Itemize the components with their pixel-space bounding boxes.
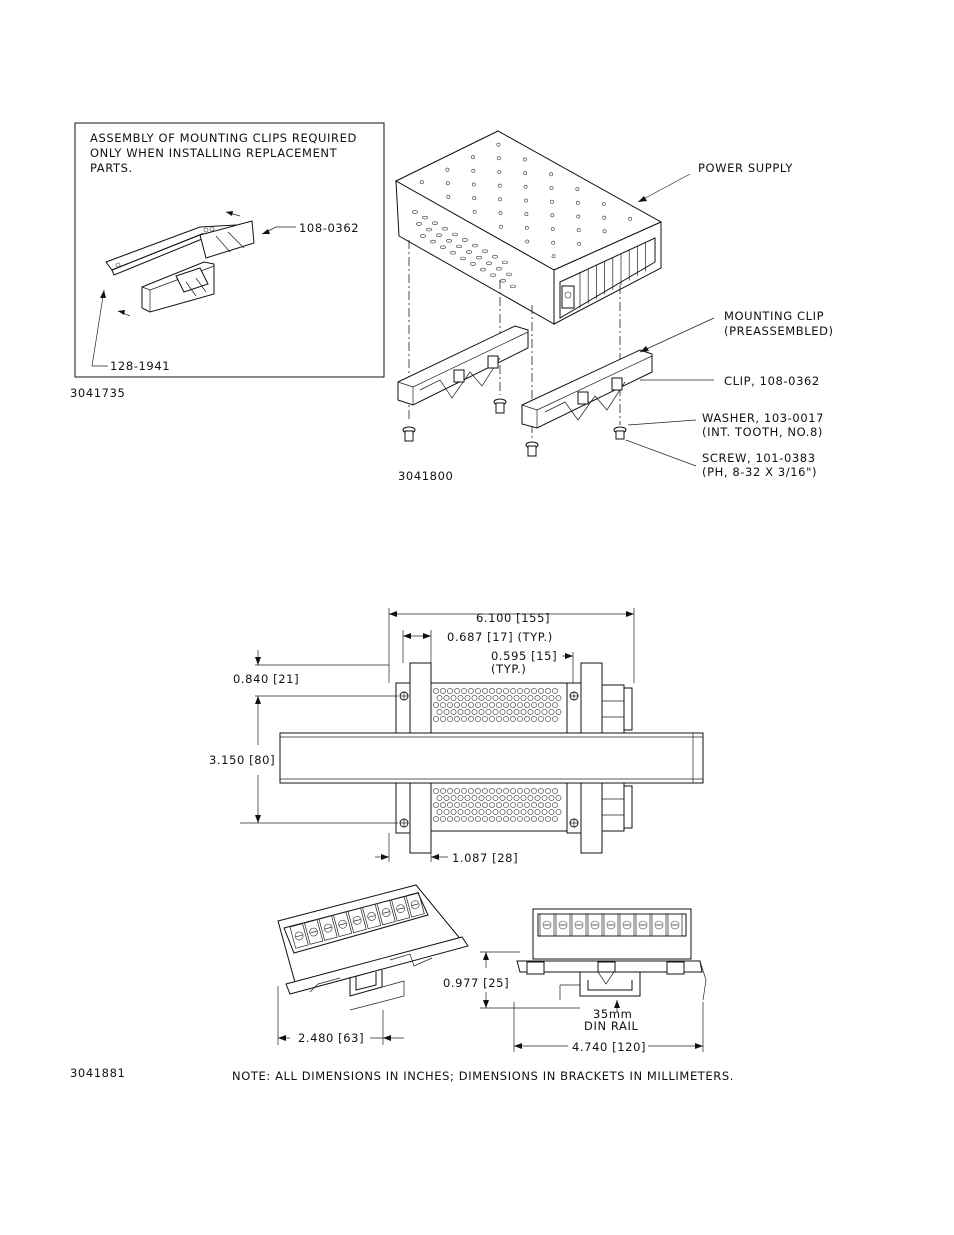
inset-part-128-1941: 128-1941 [110,359,170,373]
front-view-dimensions [240,608,635,862]
dim-depth-tilted: 2.480 [63] [298,1031,364,1045]
dim-clip-width-line-1: 0.595 [15] [491,649,557,663]
mounting-clip-left-drawing [397,325,529,406]
dim-clip-offset: 0.687 [17] (TYP.) [447,630,553,644]
inset-note-line-3: PARTS. [90,161,133,175]
mounting-clip-right-drawing [521,317,715,429]
label-mounting-clip-line-2: (PREASSEMBLED) [724,324,834,338]
assembly-inset: ASSEMBLY OF MOUNTING CLIPS REQUIRED ONLY… [74,122,385,378]
side-view-dimensions [480,951,704,1052]
dim-overall-width: 6.100 [155] [476,611,550,625]
dim-depth: 4.740 [120] [572,1040,646,1054]
power-supply-drawing [394,130,691,325]
inset-note-line-1: ASSEMBLY OF MOUNTING CLIPS REQUIRED [90,131,357,145]
tilted-side-view-drawing [277,884,469,1011]
perforation-upper [433,688,562,722]
tilted-view-dimension [277,986,404,1045]
vent-holes [419,142,633,259]
dim-bottom: 1.087 [28] [452,851,518,865]
label-mounting-clip-line-1: MOUNTING CLIP [724,309,824,323]
label-clip: CLIP, 108-0362 [724,374,820,388]
front-drawing-number: 3041881 [70,1066,125,1080]
front-view-drawing [279,662,704,854]
vent-slots [412,210,516,289]
clip-plate-drawing [105,220,255,276]
label-washer-line-1: WASHER, 103-0017 [702,411,824,425]
label-screw-line-2: (PH, 8-32 X 3/16") [702,465,817,479]
exploded-drawing-number: 3041800 [398,469,453,483]
label-din-rail-line-2: DIN RAIL [584,1019,639,1033]
side-view-drawing [516,908,707,1001]
label-din-rail-line-1: 35mm [593,1007,632,1021]
label-washer-line-2: (INT. TOOTH, NO.8) [702,425,823,439]
dim-height: 3.150 [80] [209,753,275,767]
clip-base-drawing [141,261,215,313]
dim-rail-height: 0.977 [25] [443,976,509,990]
terminal-strip-drawing [559,237,656,319]
dim-clip-width-line-2: (TYP.) [491,662,526,676]
label-screw-line-1: SCREW, 101-0383 [702,451,816,465]
inset-note-line-2: ONLY WHEN INSTALLING REPLACEMENT [90,146,338,160]
inset-part-108-0362: 108-0362 [299,221,359,235]
perforation-lower [433,788,562,822]
dimension-note: NOTE: ALL DIMENSIONS IN INCHES; DIMENSIO… [232,1069,734,1083]
inset-frame [74,122,385,378]
screws-and-washers [402,398,697,467]
label-power-supply: POWER SUPPLY [698,161,793,175]
inset-drawing-number: 3041735 [70,386,125,400]
dim-top-hole: 0.840 [21] [233,672,299,686]
